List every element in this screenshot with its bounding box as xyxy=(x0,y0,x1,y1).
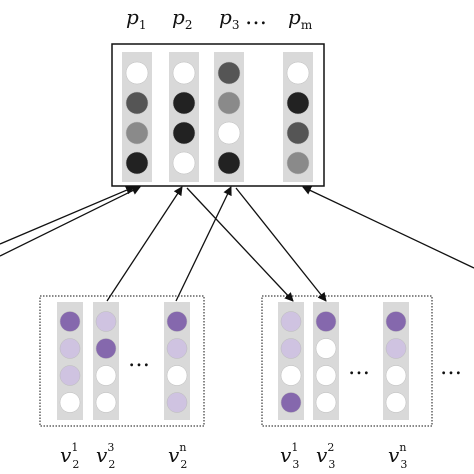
label-subscript: 2 xyxy=(180,458,187,471)
label-subscript: 2 xyxy=(185,18,193,32)
label-base: p xyxy=(126,5,139,29)
arrow-offscreen-to-pm xyxy=(302,186,474,269)
label-subscript: 3 xyxy=(328,458,335,471)
group-left-box xyxy=(39,295,205,427)
v2-3-label: v3 2 xyxy=(96,441,115,471)
prototype-label-pm: pm xyxy=(288,5,313,32)
group-left-node-2-2 xyxy=(95,338,117,359)
group-right-node-2-3 xyxy=(315,365,337,386)
prototype-node-1-3 xyxy=(125,121,149,145)
label-base: p xyxy=(172,5,185,29)
group-right-ellipsis: … xyxy=(348,355,370,380)
group-left-node-3-1 xyxy=(166,311,188,332)
label-superscript: 1 xyxy=(71,441,78,454)
group-right-node-2-1 xyxy=(315,311,337,332)
v2-1-label: v1 2 xyxy=(60,441,79,471)
label-base: v xyxy=(280,443,292,467)
group-right-node-3-2 xyxy=(385,338,407,359)
prototype-node-3-4 xyxy=(217,151,241,175)
arrow-offscreen-to-p1-upper xyxy=(0,185,135,245)
v3-2-label: v2 3 xyxy=(316,441,335,471)
prototype-node-4-2 xyxy=(286,91,310,115)
arrow-p3-to-v3-2 xyxy=(235,187,327,302)
group-left-node-3-3 xyxy=(166,365,188,386)
prototype-node-4-1 xyxy=(286,61,310,85)
prototype-node-4-3 xyxy=(286,121,310,145)
group-right-node-3-3 xyxy=(385,365,407,386)
group-left-node-1-3 xyxy=(59,365,81,386)
arrow-v2-3-to-p2 xyxy=(106,186,183,302)
label-subscript: 1 xyxy=(139,18,147,32)
prototype-node-4-4 xyxy=(286,151,310,175)
label-subscript: 2 xyxy=(72,458,79,471)
arrow-offscreen-to-p1-lower xyxy=(0,186,141,257)
arrow-p2-to-v3-1 xyxy=(186,187,294,302)
label-subscript: m xyxy=(301,18,313,32)
arrow-v2-n-to-p3 xyxy=(175,186,232,302)
v3-n-label: vn 3 xyxy=(388,441,407,471)
group-left-node-3-4 xyxy=(166,392,188,413)
label-base: p xyxy=(288,5,301,29)
label-superscript: 2 xyxy=(327,441,334,454)
label-superscript: n xyxy=(399,441,406,454)
prototype-node-3-1 xyxy=(217,61,241,85)
v2-n-label: vn 2 xyxy=(168,441,187,471)
prototype-node-3-2 xyxy=(217,91,241,115)
v3-1-label: v1 3 xyxy=(280,441,299,471)
prototype-node-2-1 xyxy=(172,61,196,85)
group-left-node-1-4 xyxy=(59,392,81,413)
group-right-node-1-1 xyxy=(280,311,302,332)
group-right-node-1-2 xyxy=(280,338,302,359)
prototype-columns xyxy=(122,52,313,182)
group-right-node-3-4 xyxy=(385,392,407,413)
prototype-node-1-2 xyxy=(125,91,149,115)
label-base: v xyxy=(60,443,72,467)
label-subscript: 3 xyxy=(292,458,299,471)
group-left-node-2-1 xyxy=(95,311,117,332)
group-left-columns xyxy=(57,302,190,420)
group-right-columns xyxy=(278,302,409,420)
group-right-node-1-3 xyxy=(280,365,302,386)
group-left-node-1-2 xyxy=(59,338,81,359)
group-right-node-2-2 xyxy=(315,338,337,359)
group-left-node-3-2 xyxy=(166,338,188,359)
label-base: v xyxy=(388,443,400,467)
label-subscript: 3 xyxy=(232,18,240,32)
prototype-ellipsis: … xyxy=(245,5,267,30)
group-right-node-2-4 xyxy=(315,392,337,413)
group-right-box xyxy=(261,295,433,427)
group-right-node-1-4 xyxy=(280,392,302,413)
prototype-node-2-2 xyxy=(172,91,196,115)
outside-ellipsis: … xyxy=(440,355,462,380)
group-right-node-3-1 xyxy=(385,311,407,332)
label-superscript: n xyxy=(179,441,186,454)
label-base: v xyxy=(168,443,180,467)
label-superscript: 3 xyxy=(107,441,114,454)
prototype-node-1-1 xyxy=(125,61,149,85)
label-base: v xyxy=(316,443,328,467)
group-left-ellipsis: … xyxy=(128,347,150,372)
prototype-label-p2: p2 xyxy=(172,5,192,32)
prototype-node-2-3 xyxy=(172,121,196,145)
prototype-box xyxy=(111,43,325,187)
group-left-node-2-4 xyxy=(95,392,117,413)
label-base: v xyxy=(96,443,108,467)
group-left-node-1-1 xyxy=(59,311,81,332)
label-base: p xyxy=(219,5,232,29)
label-subscript: 3 xyxy=(400,458,407,471)
connection-arrows xyxy=(0,185,474,302)
group-left-node-2-3 xyxy=(95,365,117,386)
prototype-node-1-4 xyxy=(125,151,149,175)
prototype-label-p3: p3 xyxy=(219,5,239,32)
prototype-node-3-3 xyxy=(217,121,241,145)
prototype-node-2-4 xyxy=(172,151,196,175)
prototype-label-p1: p1 xyxy=(126,5,146,32)
label-subscript: 2 xyxy=(108,458,115,471)
label-superscript: 1 xyxy=(291,441,298,454)
prototype-labels: p1 p2 p3 … pm xyxy=(126,5,313,32)
